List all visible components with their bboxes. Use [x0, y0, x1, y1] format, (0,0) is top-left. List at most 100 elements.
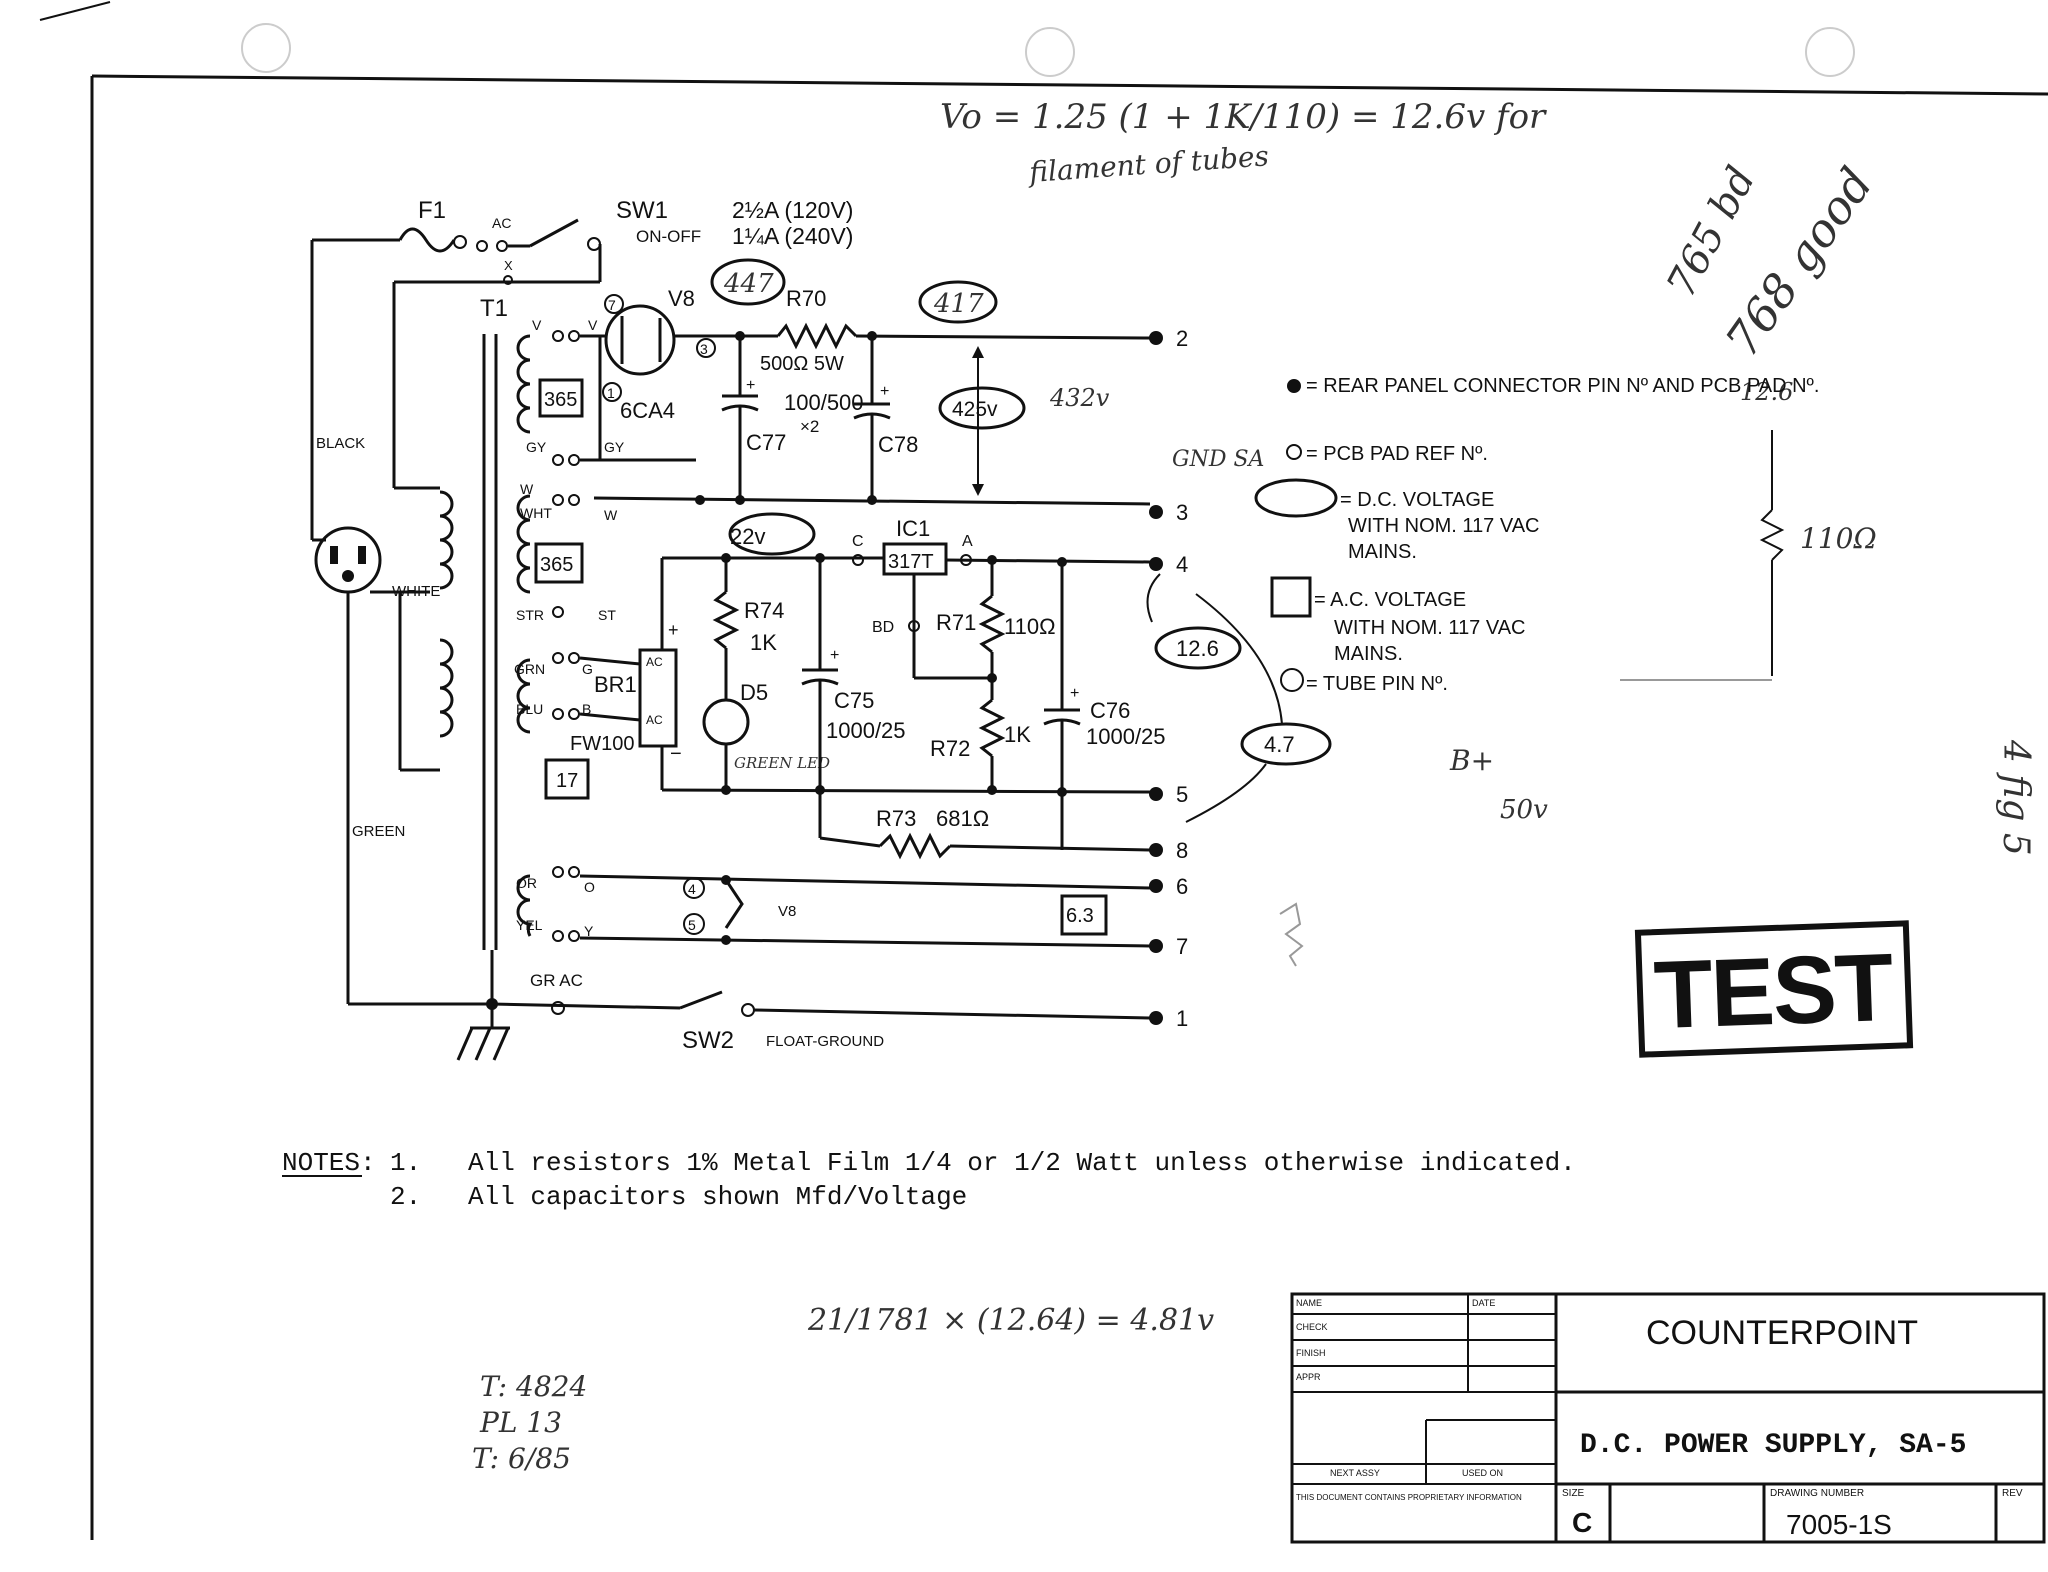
- r74-label: R74: [744, 598, 784, 623]
- tube-pin-4: 4: [688, 881, 696, 897]
- tb-used-on: USED ON: [1462, 1468, 1503, 1478]
- lead-gy1: GY: [526, 439, 547, 455]
- ac-voltage-box-6-3: [1060, 894, 1108, 936]
- svg-text:4: 4: [1176, 552, 1188, 577]
- r70-label: R70: [786, 286, 826, 311]
- br-minus: −: [670, 743, 682, 765]
- fuse-rating-120: 2½A (120V): [732, 197, 853, 223]
- lead-wht: WHT: [520, 505, 552, 521]
- ac-plug: [314, 526, 382, 594]
- tb-dwg-label: DRAWING NUMBER: [1770, 1488, 1864, 1499]
- lead-b: B: [582, 701, 591, 717]
- lead-g: G: [582, 661, 593, 677]
- dc-voltage-oval-4-7: [1240, 722, 1332, 766]
- on-off-label: ON-OFF: [636, 227, 701, 246]
- handwritten-432: 432v: [1049, 384, 1110, 412]
- svg-text:TEST: TEST: [1652, 934, 1894, 1049]
- note-2: All capacitors shown Mfd/Voltage: [468, 1182, 967, 1212]
- c76-label: C76: [1090, 698, 1130, 723]
- r72-label: R72: [930, 736, 970, 761]
- tb-check-label: CHECK: [1296, 1322, 1328, 1332]
- filament-ground-section: 4 5 V8 6.3 GR AC SW2 FLOAT-GROUND: [456, 874, 1151, 1061]
- ic-c-pin: C: [852, 533, 864, 550]
- ac-voltage-box-365b: [534, 542, 584, 584]
- tb-finish-label: FINISH: [1296, 1348, 1326, 1358]
- lead-blu: BLU: [516, 701, 543, 717]
- ac-voltage-365a: 365: [544, 389, 577, 411]
- output-pin-4: 4: [1149, 552, 1188, 577]
- notes-heading: NOTES:: [282, 1148, 376, 1178]
- svg-text:6: 6: [1176, 874, 1188, 899]
- dc-voltage-oval-417: [918, 280, 998, 324]
- lead-v1: V: [532, 317, 542, 333]
- ic1-label: IC1: [896, 516, 930, 541]
- float-ground-label: FLOAT-GROUND: [766, 1033, 884, 1050]
- output-pin-1: 1: [1149, 1006, 1188, 1031]
- br1-label: BR1: [594, 672, 637, 697]
- resistor-r74: [712, 590, 740, 650]
- sw1-label: SW1: [616, 197, 668, 224]
- dc-voltage-oval-12-6: [1154, 626, 1242, 670]
- primary-circuit: F1 AC X SW1 ON-OFF 2½A (120V) 1¼A (240V)…: [310, 197, 853, 1006]
- bridge-br1: [638, 648, 678, 748]
- lead-grn: GRN: [514, 661, 545, 677]
- dc-voltage-447: 447: [723, 269, 774, 299]
- punch-hole-3: [1805, 27, 1855, 77]
- d5-color-note: GREEN LED: [734, 754, 830, 772]
- gr-ac-label: GR AC: [530, 971, 583, 990]
- lead-o: O: [584, 879, 595, 895]
- title-block: NAME DATE CHECK FINISH APPR NEXT ASSY US…: [1290, 1292, 2046, 1544]
- dc-voltage-oval-447: [710, 258, 786, 306]
- tube-filament: [724, 879, 744, 929]
- c77-plus: +: [746, 377, 755, 394]
- tb-next-assy: NEXT ASSY: [1330, 1468, 1380, 1478]
- c76-value: 1000/25: [1086, 724, 1166, 749]
- resistor-r70: [776, 322, 858, 350]
- lv-regulator-section: AC AC BR1 FW100 + − R74 1K D5 GREEN LED …: [570, 512, 1332, 860]
- r73-label: R73: [876, 806, 916, 831]
- legend-tube-text: = TUBE PIN Nº.: [1306, 673, 1448, 695]
- legend-pin-text: = REAR PANEL CONNECTOR PIN Nº AND PCB PA…: [1306, 375, 1819, 397]
- handwritten-filament: filament of tubes: [1026, 139, 1270, 189]
- tube-pin-3: 3: [700, 341, 708, 357]
- r74-value: 1K: [750, 630, 777, 655]
- output-pins: 2 3 4 5 8 6 7 1: [1149, 326, 1188, 1031]
- dc-voltage-4-7: 4.7: [1264, 732, 1295, 757]
- svg-text:2: 2: [1176, 326, 1188, 351]
- r72-value: 1K: [1004, 722, 1031, 747]
- legend-dc-1: = D.C. VOLTAGE: [1340, 489, 1494, 511]
- c75-plus: +: [830, 647, 839, 664]
- lead-y: Y: [584, 923, 594, 939]
- ac-voltage-6-3: 6.3: [1066, 905, 1094, 927]
- handwritten-formula: Vo = 1.25 (1 + 1K/110) = 12.6v for: [940, 97, 1547, 137]
- sheet-border: [39, 1, 2048, 1540]
- tube-type: 6CA4: [620, 398, 675, 423]
- filament-v8-label: V8: [778, 903, 796, 920]
- note-1-number: 1.: [390, 1148, 421, 1178]
- handwritten-110: 110Ω: [1800, 522, 1877, 555]
- svg-text:3: 3: [1176, 500, 1188, 525]
- svg-text:7: 7: [1176, 934, 1188, 959]
- tb-date-label: DATE: [1472, 1298, 1495, 1308]
- handwritten-calc: 21/1781 × (12.64) = 4.81v: [807, 1303, 1214, 1338]
- output-pin-3: 3: [1149, 500, 1188, 525]
- c77-label: C77: [746, 430, 786, 455]
- dc-voltage-417: 417: [933, 289, 984, 319]
- hv-section: 7 3 1 V8 6CA4 R70 500Ω 5W + C77 100/500 …: [580, 258, 1151, 506]
- dc-voltage-oval-425: [938, 386, 1026, 430]
- note-2-number: 2.: [390, 1182, 421, 1212]
- tb-proprietary: THIS DOCUMENT CONTAINS PROPRIETARY INFOR…: [1296, 1493, 1522, 1502]
- punch-hole-2: [1025, 27, 1075, 77]
- lead-v2: V: [588, 317, 598, 333]
- handwritten-line-3: T: 6/85: [472, 1442, 571, 1475]
- c76-plus: +: [1070, 685, 1079, 702]
- lead-or: OR: [516, 875, 537, 891]
- note-1: All resistors 1% Metal Film 1/4 or 1/2 W…: [468, 1148, 1576, 1178]
- output-pin-6: 6: [1149, 874, 1188, 899]
- br-ac2: AC: [646, 713, 663, 727]
- dc-voltage-12-6: 12.6: [1176, 636, 1219, 661]
- c78-plus: +: [880, 383, 889, 400]
- legend-pad-text: = PCB PAD REF Nº.: [1306, 443, 1488, 465]
- br-plus: +: [668, 620, 679, 640]
